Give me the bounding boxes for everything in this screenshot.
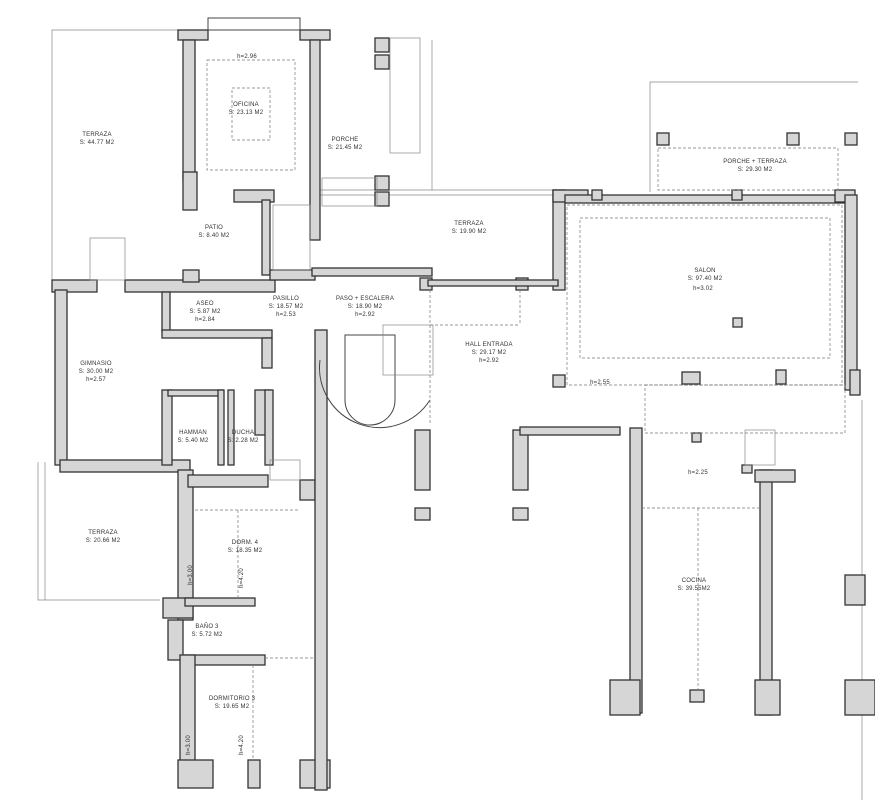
room-area-aseo: S: 5.87 M2 xyxy=(189,309,220,315)
room-label-dormitorio-3: DORMITORIO 3 xyxy=(209,696,256,702)
room-label-patio: PATIO xyxy=(205,225,223,231)
stairs-and-guides xyxy=(89,37,846,760)
room-label-hamman: HAMMAN xyxy=(179,430,207,436)
room-area-cocina: S: 39.55M2 xyxy=(678,586,711,592)
room-height-hall-entrada: h=2.92 xyxy=(479,358,499,364)
room-area-terraza-3: S: 20.66 M2 xyxy=(86,538,121,544)
room-label-paso-escalera: PASO + ESCALERA xyxy=(336,296,394,302)
room-height-oficina: h=2.96 xyxy=(237,54,257,60)
room-area-ducha: S: 2.28 M2 xyxy=(227,438,258,444)
height-hall-east: h=2.55 xyxy=(590,380,610,386)
room-height-pasillo: h=2.53 xyxy=(276,312,296,318)
room-area-porche-terraza: S: 29.30 M2 xyxy=(738,167,773,173)
room-label-porche: PORCHE xyxy=(332,137,359,143)
room-area-dormitorio-3: S: 19.65 M2 xyxy=(215,704,250,710)
room-label-bano-3: BAÑO 3 xyxy=(195,623,219,630)
room-label-ducha: DUCHA xyxy=(232,430,254,436)
room-label-gimnasio: GIMNASIO xyxy=(80,361,112,367)
height-dormitorio-3-west: h=3.00 xyxy=(186,735,192,755)
room-label-porche-terraza: PORCHE + TERRAZA xyxy=(723,159,787,165)
room-area-terraza-2: S: 19.90 M2 xyxy=(452,229,487,235)
room-area-patio: S: 8.40 M2 xyxy=(198,233,229,239)
room-area-paso-escalera: S: 18.90 M2 xyxy=(348,304,383,310)
room-label-dormitorio-4: DORM. 4 xyxy=(232,540,259,546)
room-area-porche: S: 21.45 M2 xyxy=(328,145,363,151)
room-label-aseo: ASEO xyxy=(196,301,214,307)
room-area-pasillo: S: 18.57 M2 xyxy=(269,304,304,310)
room-label-terraza-1: TERRAZA xyxy=(82,132,111,138)
room-height-paso-escalera: h=2.92 xyxy=(355,312,375,318)
height-cocina: h=2.25 xyxy=(688,470,708,476)
walls xyxy=(51,17,875,791)
room-area-oficina: S: 23.13 M2 xyxy=(229,110,264,116)
room-area-hall-entrada: S: 29.17 M2 xyxy=(472,350,507,356)
room-label-oficina: OFICINA xyxy=(233,102,259,108)
room-height-gimnasio: h=2.57 xyxy=(86,377,106,383)
room-area-gimnasio: S: 30.00 M2 xyxy=(79,369,114,375)
room-area-hamman: S: 5.40 M2 xyxy=(177,438,208,444)
room-height-aseo: h=2.84 xyxy=(195,317,215,323)
room-label-pasillo: PASILLO xyxy=(273,296,299,302)
room-area-bano-3: S: 5.72 M2 xyxy=(191,632,222,638)
height-dormitorio-4: h=4.20 xyxy=(239,568,245,588)
room-label-terraza-3: TERRAZA xyxy=(88,530,117,536)
room-label-cocina: COCINA xyxy=(682,578,707,584)
room-height-salon: h=3.02 xyxy=(693,286,713,292)
room-area-salon: S: 97.40 M2 xyxy=(688,276,723,282)
room-labels: TERRAZA S: 44.77 M2 h=2.96 OFICINA S: 23… xyxy=(79,54,787,755)
room-area-dormitorio-4: S: 18.35 M2 xyxy=(228,548,263,554)
room-area-terraza-1: S: 44.77 M2 xyxy=(80,140,115,146)
room-label-salon: SALON xyxy=(694,268,715,274)
height-dormitorio-3: h=4.20 xyxy=(239,735,245,755)
height-terraza-vertical: h=3.00 xyxy=(188,565,194,585)
room-label-hall-entrada: HALL ENTRADA xyxy=(465,342,513,348)
room-label-terraza-2: TERRAZA xyxy=(454,221,483,227)
